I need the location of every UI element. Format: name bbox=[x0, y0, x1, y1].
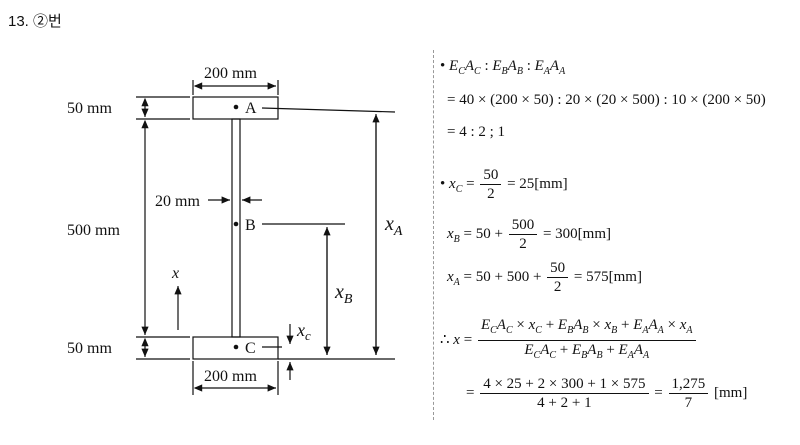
result-equals: = bbox=[466, 384, 475, 401]
point-C-dot bbox=[233, 344, 239, 350]
result-unit: [mm] bbox=[714, 384, 748, 401]
label-C: C bbox=[245, 340, 256, 357]
result-equals-2: = bbox=[654, 384, 663, 401]
column-divider bbox=[433, 50, 434, 420]
dim-web-height: 500 mm bbox=[67, 222, 120, 239]
xb-denominator: 2 bbox=[519, 236, 527, 252]
centroid-numerator: ECAC × xC + EBAB × xB + EAAA × xA bbox=[477, 316, 696, 341]
bottom-flange bbox=[192, 336, 279, 360]
point-B-dot bbox=[233, 221, 239, 227]
ratio-line: • ECAC : EBAB : EAAA bbox=[440, 58, 566, 77]
xc-denominator: 2 bbox=[487, 186, 495, 202]
dim-top-width: 200 mm bbox=[204, 65, 257, 82]
label-xB: xB bbox=[334, 281, 353, 307]
dim-bottom-height: 50 mm bbox=[67, 340, 112, 357]
dim-bottom-width: 200 mm bbox=[204, 368, 257, 385]
result-numerator-2: 1,275 bbox=[668, 375, 709, 394]
centroid-denominator: ECAC + EBAB + EAAA bbox=[524, 342, 650, 361]
xc-numerator: 50 bbox=[480, 166, 502, 185]
xb-numerator: 500 bbox=[508, 216, 538, 235]
label-xA: xA bbox=[384, 213, 403, 239]
label-B: B bbox=[245, 217, 256, 234]
ratio-result-line: = 4 : 2 ; 1 bbox=[447, 124, 506, 140]
axis-x-label: x bbox=[171, 265, 179, 282]
label-xc: xc bbox=[296, 320, 311, 343]
result-numerator: 4 × 25 + 2 × 300 + 1 × 575 bbox=[480, 375, 649, 394]
result-denominator-2: 7 bbox=[684, 395, 693, 411]
point-A-dot bbox=[233, 104, 239, 110]
beam-cross-section-figure: 200 mm 200 mm 50 mm 500 mm 50 mm 20 mm A… bbox=[67, 65, 403, 395]
label-A: A bbox=[245, 100, 257, 117]
dim-top-height: 50 mm bbox=[67, 100, 112, 117]
ratio-values-line: = 40 × (200 × 50) : 20 × (20 × 500) : 10… bbox=[447, 92, 766, 108]
problem-header: 13. ②번 bbox=[8, 13, 62, 30]
xa-denominator: 2 bbox=[553, 279, 562, 295]
dim-web-thickness: 20 mm bbox=[155, 193, 200, 210]
result-denominator: 4 + 2 + 1 bbox=[537, 395, 592, 411]
web bbox=[231, 118, 241, 338]
xa-numerator: 50 bbox=[547, 259, 569, 278]
